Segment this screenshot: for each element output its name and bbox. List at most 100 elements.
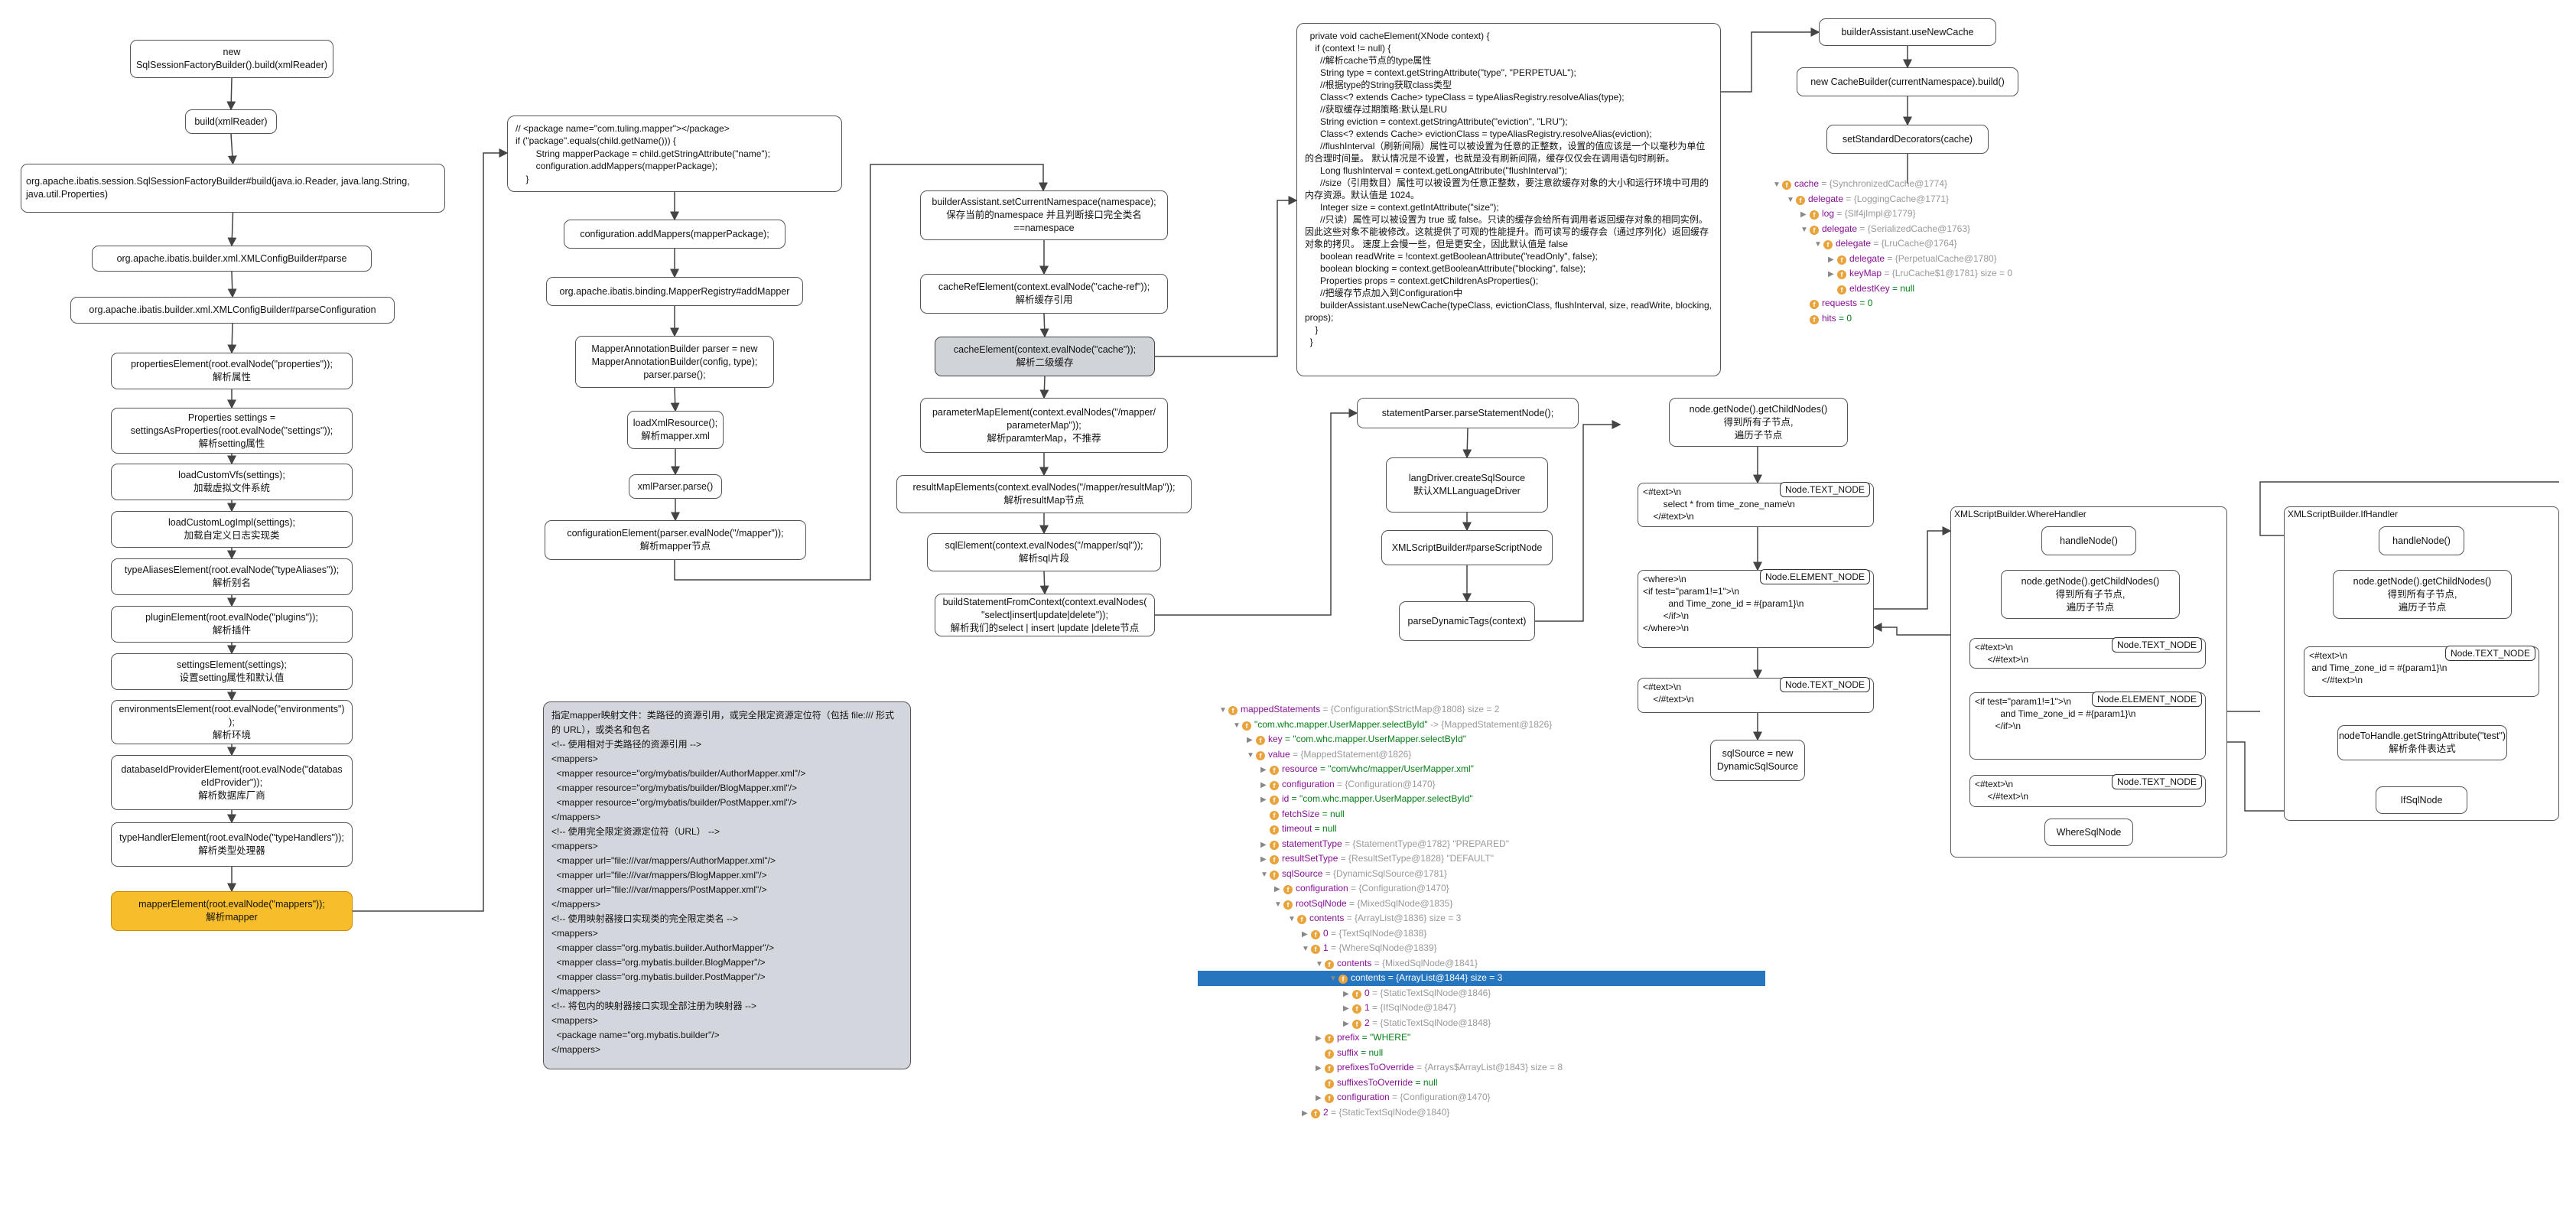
xml-mapper-step-2[interactable]: cacheElement(context.evalNode("cache"));… (935, 337, 1155, 376)
expand-right-icon[interactable]: ▶ (1343, 1019, 1349, 1028)
main-chain-step-6[interactable]: Properties settings = settingsAsProperti… (111, 408, 353, 454)
main-chain-step-7[interactable]: loadCustomVfs(settings); 加载虚拟文件系统 (111, 464, 353, 500)
expand-down-icon[interactable]: ▼ (1316, 959, 1323, 968)
expand-right-icon[interactable]: ▶ (1343, 1004, 1349, 1013)
debug-row[interactable]: ▼f"com.whc.mapper.UserMapper.selectById"… (1198, 718, 1634, 733)
expand-down-icon[interactable]: ▼ (1219, 706, 1227, 714)
main-chain-step-9[interactable]: typeAliasesElement(root.evalNode("typeAl… (111, 558, 353, 595)
mapper-step-3[interactable]: loadXmlResource(); 解析mapper.xml (627, 411, 724, 449)
node-content-box[interactable]: <where>\n <if test="param1!=1">\n and Ti… (1638, 569, 1874, 648)
if-handle-node[interactable]: handleNode() (2379, 526, 2464, 555)
expand-right-icon[interactable]: ▶ (1260, 796, 1267, 804)
expand-right-icon[interactable]: ▶ (1260, 840, 1267, 849)
mapper-step-2[interactable]: MapperAnnotationBuilder parser = new Map… (575, 336, 774, 388)
main-chain-step-13[interactable]: databaseIdProviderElement(root.evalNode(… (111, 755, 353, 810)
xml-mapper-step-5[interactable]: sqlElement(context.evalNodes("/mapper/sq… (927, 533, 1161, 571)
expand-down-icon[interactable]: ▼ (1814, 240, 1822, 249)
statement-step-2[interactable]: XMLScriptBuilder#parseScriptNode (1381, 530, 1553, 565)
expand-right-icon[interactable]: ▶ (1260, 780, 1267, 789)
expand-right-icon[interactable]: ▶ (1828, 255, 1834, 264)
main-chain-step-14[interactable]: typeHandlerElement(root.evalNode("typeHa… (111, 822, 353, 867)
main-chain-step-4[interactable]: org.apache.ibatis.builder.xml.XMLConfigB… (70, 297, 395, 324)
expand-down-icon[interactable]: ▼ (1800, 225, 1808, 234)
expand-right-icon[interactable]: ▶ (1316, 1034, 1322, 1043)
main-chain-step-10[interactable]: pluginElement(root.evalNode("plugins"));… (111, 606, 353, 643)
expand-down-icon[interactable]: ▼ (1787, 195, 1794, 204)
expand-right-icon[interactable]: ▶ (1343, 989, 1349, 998)
main-chain-step-5[interactable]: propertiesElement(root.evalNode("propert… (111, 353, 353, 389)
expand-right-icon[interactable]: ▶ (1260, 855, 1267, 864)
xml-mapper-step-6[interactable]: buildStatementFromContext(context.evalNo… (935, 594, 1155, 636)
main-chain-step-3[interactable]: org.apache.ibatis.builder.xml.XMLConfigB… (92, 246, 372, 272)
node-content-box[interactable]: <#text>\n select * from time_zone_name\n… (1638, 482, 1874, 527)
expand-down-icon[interactable]: ▼ (1260, 870, 1268, 879)
expand-right-icon[interactable]: ▶ (1274, 885, 1280, 893)
expand-down-icon[interactable]: ▼ (1288, 915, 1296, 923)
expand-right-icon[interactable]: ▶ (1828, 270, 1834, 278)
if-child-nodes[interactable]: node.getNode().getChildNodes() 得到所有子节点, … (2333, 570, 2512, 619)
where-sql-node[interactable]: WhereSqlNode (2044, 819, 2133, 846)
main-chain-step-8[interactable]: loadCustomLogImpl(settings); 加载自定义日志实现类 (111, 511, 353, 548)
expand-down-icon[interactable]: ▼ (1329, 975, 1337, 983)
xml-mapper-step-4[interactable]: resultMapElements(context.evalNodes("/ma… (896, 475, 1192, 513)
expand-right-icon[interactable]: ▶ (1302, 929, 1308, 939)
cache-chain-step-0[interactable]: builderAssistant.useNewCache (1819, 18, 1996, 46)
expand-down-icon[interactable]: ▼ (1274, 900, 1282, 909)
dynamic-sql-source[interactable]: sqlSource = new DynamicSqlSource (1710, 740, 1805, 781)
if-content-box[interactable]: <#text>\n and Time_zone_id = #{param1}\n… (2304, 646, 2539, 697)
main-chain-step-11[interactable]: settingsElement(settings); 设置setting属性和默… (111, 653, 353, 690)
expand-right-icon[interactable]: ▶ (1800, 210, 1807, 219)
mapper-step-1[interactable]: org.apache.ibatis.binding.MapperRegistry… (546, 277, 803, 306)
expand-right-icon[interactable]: ▶ (1260, 766, 1267, 774)
mapper-step-4[interactable]: xmlParser.parse() (629, 474, 722, 499)
mapper-step-0[interactable]: configuration.addMappers(mapperPackage); (564, 220, 785, 249)
where-child-nodes[interactable]: node.getNode().getChildNodes() 得到所有子节点, … (2001, 570, 2180, 619)
statement-step-0[interactable]: statementParser.parseStatementNode(); (1357, 398, 1579, 428)
xml-mapper-step-0[interactable]: builderAssistant.setCurrentNamespace(nam… (920, 190, 1168, 240)
statement-step-1[interactable]: langDriver.createSqlSource 默认XMLLanguage… (1386, 457, 1548, 513)
main-chain-step-15[interactable]: mapperElement(root.evalNode("mappers"));… (111, 891, 353, 931)
main-chain-step-1[interactable]: build(xmlReader) (185, 109, 277, 134)
cache-chain-step-1[interactable]: new CacheBuilder(currentNamespace).build… (1797, 67, 2018, 96)
expand-down-icon[interactable]: ▼ (1773, 181, 1781, 189)
expand-right-icon[interactable]: ▶ (1302, 1108, 1308, 1118)
mapper-step-5[interactable]: configurationElement(parser.evalNode("/m… (545, 520, 806, 560)
expand-down-icon[interactable]: ▼ (1233, 721, 1241, 730)
expand-right-icon[interactable]: ▶ (1247, 736, 1253, 744)
where-handle-node[interactable]: handleNode() (2041, 526, 2136, 555)
where-content-box[interactable]: <if test="param1!=1">\n and Time_zone_id… (1969, 692, 2206, 760)
expand-right-icon[interactable]: ▶ (1316, 1094, 1322, 1102)
cache-chain-step-2[interactable]: setStandardDecorators(cache) (1826, 125, 1989, 154)
